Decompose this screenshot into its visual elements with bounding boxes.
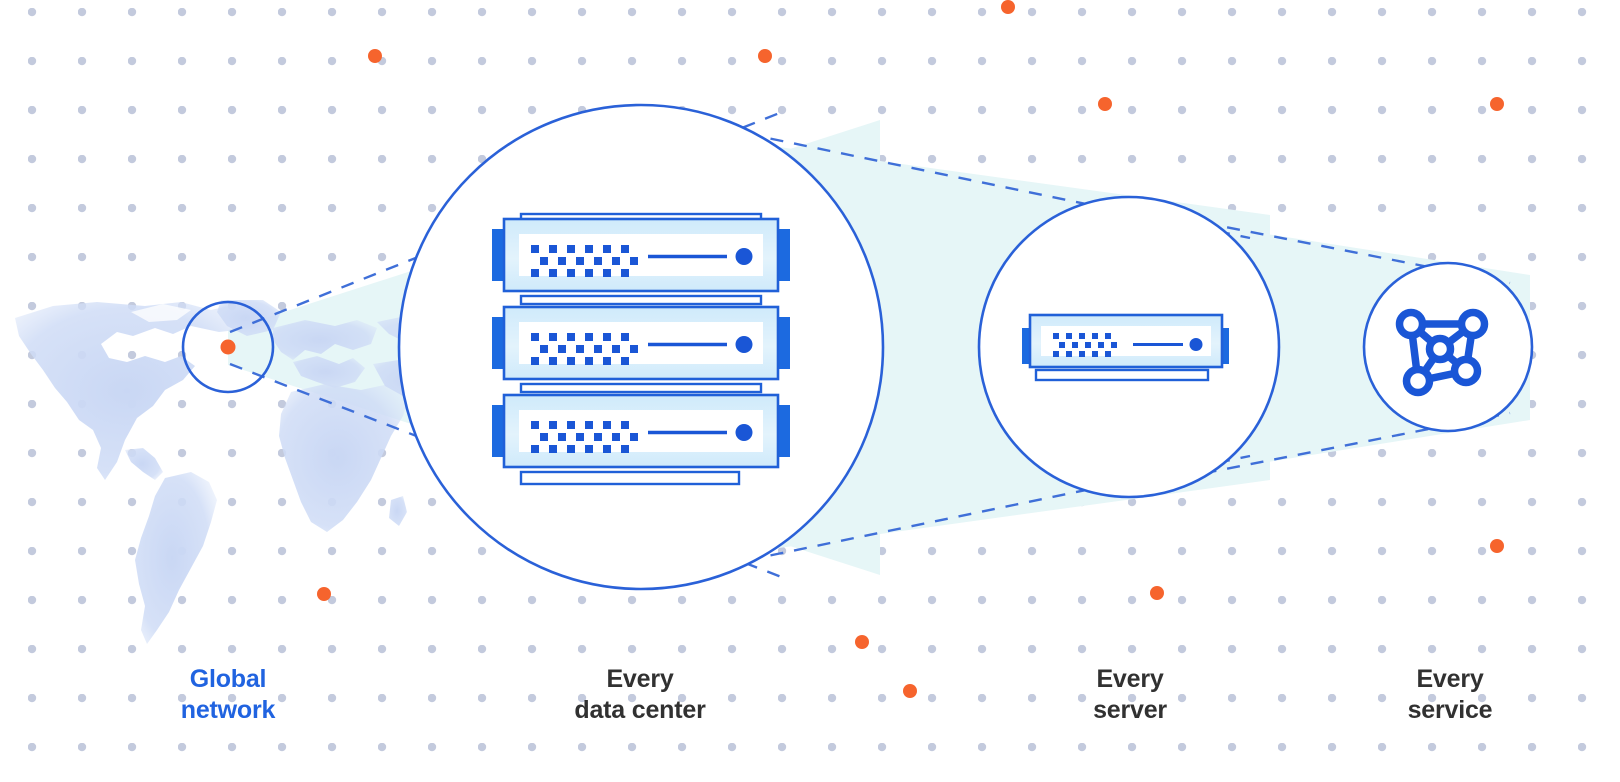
stage-label-every-service: Every service (1407, 665, 1493, 724)
accent-dot (903, 684, 917, 698)
stage-label-global-network: Global network (180, 665, 276, 724)
dashed-line-server-service-top (1179, 216, 1511, 285)
server-status-dot (1189, 338, 1203, 351)
dashed-line-server-service-bottom (1179, 411, 1511, 480)
server-status-dot (735, 336, 753, 353)
globe-highlight-circle (181, 300, 275, 394)
server-vent-pattern (531, 421, 638, 453)
accent-dot (758, 49, 772, 63)
single-server-icon (1022, 313, 1229, 382)
server-vent-pattern (531, 333, 638, 365)
server-vent-pattern (1053, 333, 1117, 357)
server-vent-pattern (531, 245, 638, 277)
globe-location-dot (220, 339, 236, 355)
accent-dot (368, 49, 382, 63)
server-rack-base (519, 470, 741, 486)
stage-label-every-server: Every server (1093, 665, 1167, 724)
accent-dot (1150, 586, 1164, 600)
stage-label-every-data-center: Every data center (574, 665, 706, 724)
accent-dot (855, 635, 869, 649)
server-base (1034, 368, 1210, 382)
accent-dot (1490, 539, 1504, 553)
network-node-points (1395, 308, 1489, 397)
accent-dot (1001, 0, 1015, 14)
accent-dot (1490, 97, 1504, 111)
server-status-dot (735, 424, 753, 441)
accent-dot (317, 587, 331, 601)
server-status-dot (735, 248, 753, 265)
server-rack-icon (492, 212, 790, 486)
accent-dot (1098, 97, 1112, 111)
